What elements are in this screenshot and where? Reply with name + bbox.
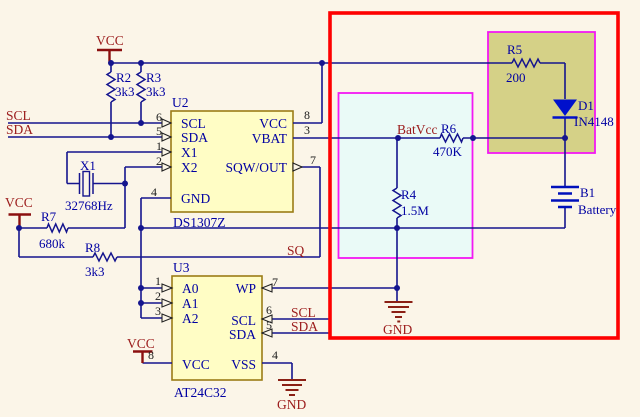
u3-pin2-number: 2 bbox=[155, 289, 161, 303]
x1-value: 32768Hz bbox=[65, 198, 113, 213]
u3-pin6-number: 6 bbox=[266, 303, 272, 317]
r3-value: 3k3 bbox=[146, 84, 166, 99]
u3-part: AT24C32 bbox=[174, 385, 227, 400]
u2-pin-scl: SCL bbox=[181, 116, 206, 131]
wires bbox=[8, 62, 566, 380]
u2-pin6-number: 6 bbox=[156, 110, 162, 124]
u2-pin7-number: 7 bbox=[310, 153, 316, 167]
u2-pin3-number: 3 bbox=[304, 123, 310, 137]
r8-ref: R8 bbox=[85, 240, 100, 255]
u3-pin7-number: 7 bbox=[272, 275, 278, 289]
resistor-r6-symbol bbox=[439, 132, 464, 144]
crystal-x1-symbol bbox=[78, 170, 94, 197]
r5-value: 200 bbox=[506, 70, 526, 85]
sda-net-label-right: SDA bbox=[291, 319, 318, 334]
u2-pin-x1: X1 bbox=[181, 145, 198, 160]
u2-chip: U2 DS1307Z SCL SDA X1 X2 GND VCC VBAT SQ… bbox=[151, 95, 316, 230]
r7-ref: R7 bbox=[41, 209, 57, 224]
resistor-r5-symbol bbox=[511, 57, 541, 69]
vcc-label-u3: VCC bbox=[127, 336, 155, 351]
u3-pin-sda: SDA bbox=[229, 327, 256, 342]
u2-pin-gnd: GND bbox=[181, 191, 210, 206]
diode-charge-region-box bbox=[487, 31, 596, 154]
u3-ref: U3 bbox=[173, 260, 190, 275]
gnd-symbol-battery bbox=[384, 301, 413, 323]
u3-pin4-number: 4 bbox=[272, 348, 278, 362]
r5-ref: R5 bbox=[507, 42, 522, 57]
u3-chip-body bbox=[171, 275, 263, 381]
r4-value: 1.5M bbox=[401, 203, 429, 218]
u3-pin-a1: A1 bbox=[182, 296, 199, 311]
u2-pin-vbat: VBAT bbox=[252, 131, 288, 146]
u2-pin4-number: 4 bbox=[151, 185, 157, 199]
u2-pin5-number: 5 bbox=[156, 124, 162, 138]
battery-b1-symbol bbox=[551, 185, 579, 209]
u2-chip-body bbox=[170, 110, 294, 213]
resistor-r4-symbol bbox=[391, 187, 403, 219]
u3-pin-a0: A0 bbox=[182, 281, 199, 296]
u2-ref: U2 bbox=[172, 95, 189, 110]
diode-d1-symbol bbox=[552, 99, 578, 119]
resistor-r7-symbol bbox=[46, 222, 69, 234]
junction-dots bbox=[16, 60, 568, 306]
d1-ref: D1 bbox=[578, 98, 594, 113]
u3-pin1-number: 1 bbox=[155, 274, 161, 288]
red-highlight-box bbox=[328, 11, 620, 340]
pin-arrows bbox=[161, 118, 304, 338]
u3-pin-vss: VSS bbox=[231, 357, 256, 372]
u3-pin-vcc: VCC bbox=[182, 357, 210, 372]
scl-net-label-right: SCL bbox=[291, 305, 316, 320]
r8-value: 3k3 bbox=[85, 264, 105, 279]
gnd-label-u3: GND bbox=[277, 397, 306, 412]
b1-ref: B1 bbox=[580, 185, 595, 200]
u3-chip: U3 AT24C32 A0 A1 A2 VCC WP SCL SDA VSS 1… bbox=[148, 260, 278, 400]
r2-value: 3k3 bbox=[115, 84, 135, 99]
u2-pin-sda: SDA bbox=[181, 130, 208, 145]
resistor-r3-symbol bbox=[135, 71, 147, 103]
u2-pin-sqwout: SQW/OUT bbox=[226, 160, 288, 175]
u3-pin-wp: WP bbox=[236, 281, 256, 296]
x1-ref: X1 bbox=[80, 158, 96, 173]
r2-ref: R2 bbox=[116, 70, 131, 85]
u3-pin8-number: 8 bbox=[148, 348, 154, 362]
r3-ref: R3 bbox=[146, 70, 161, 85]
u2-pin1-number: 1 bbox=[156, 139, 162, 153]
sq-net-label: SQ bbox=[287, 243, 305, 258]
resistor-r2-symbol bbox=[105, 71, 117, 103]
r7-value: 680k bbox=[39, 236, 66, 251]
vcc-label-left: VCC bbox=[5, 195, 33, 210]
batvcc-net-label: BatVcc bbox=[397, 122, 437, 137]
u2-pin2-number: 2 bbox=[156, 154, 162, 168]
scl-net-label-left: SCL bbox=[6, 108, 31, 123]
u3-pin5-number: 5 bbox=[266, 318, 272, 332]
vcc-label-top: VCC bbox=[96, 33, 124, 48]
r6-value: 470K bbox=[433, 144, 463, 159]
u2-pin-vcc: VCC bbox=[259, 116, 287, 131]
u3-pin-a2: A2 bbox=[182, 311, 199, 326]
u2-part: DS1307Z bbox=[173, 215, 226, 230]
u2-pin-x2: X2 bbox=[181, 160, 198, 175]
b1-value: Battery bbox=[578, 202, 617, 217]
r6-ref: R6 bbox=[441, 121, 457, 136]
r4-ref: R4 bbox=[401, 187, 417, 202]
gnd-symbol-u3 bbox=[278, 379, 306, 396]
sda-net-label-left: SDA bbox=[6, 122, 33, 137]
resistor-r8-symbol bbox=[92, 251, 118, 263]
vcc-symbol-u3 bbox=[133, 350, 153, 363]
u3-pin3-number: 3 bbox=[155, 304, 161, 318]
battery-divider-region-box bbox=[337, 92, 474, 259]
d1-value: IN4148 bbox=[574, 114, 614, 129]
gnd-label-battery: GND bbox=[383, 322, 412, 337]
u3-pin-scl: SCL bbox=[231, 313, 256, 328]
u2-pin8-number: 8 bbox=[304, 108, 310, 122]
